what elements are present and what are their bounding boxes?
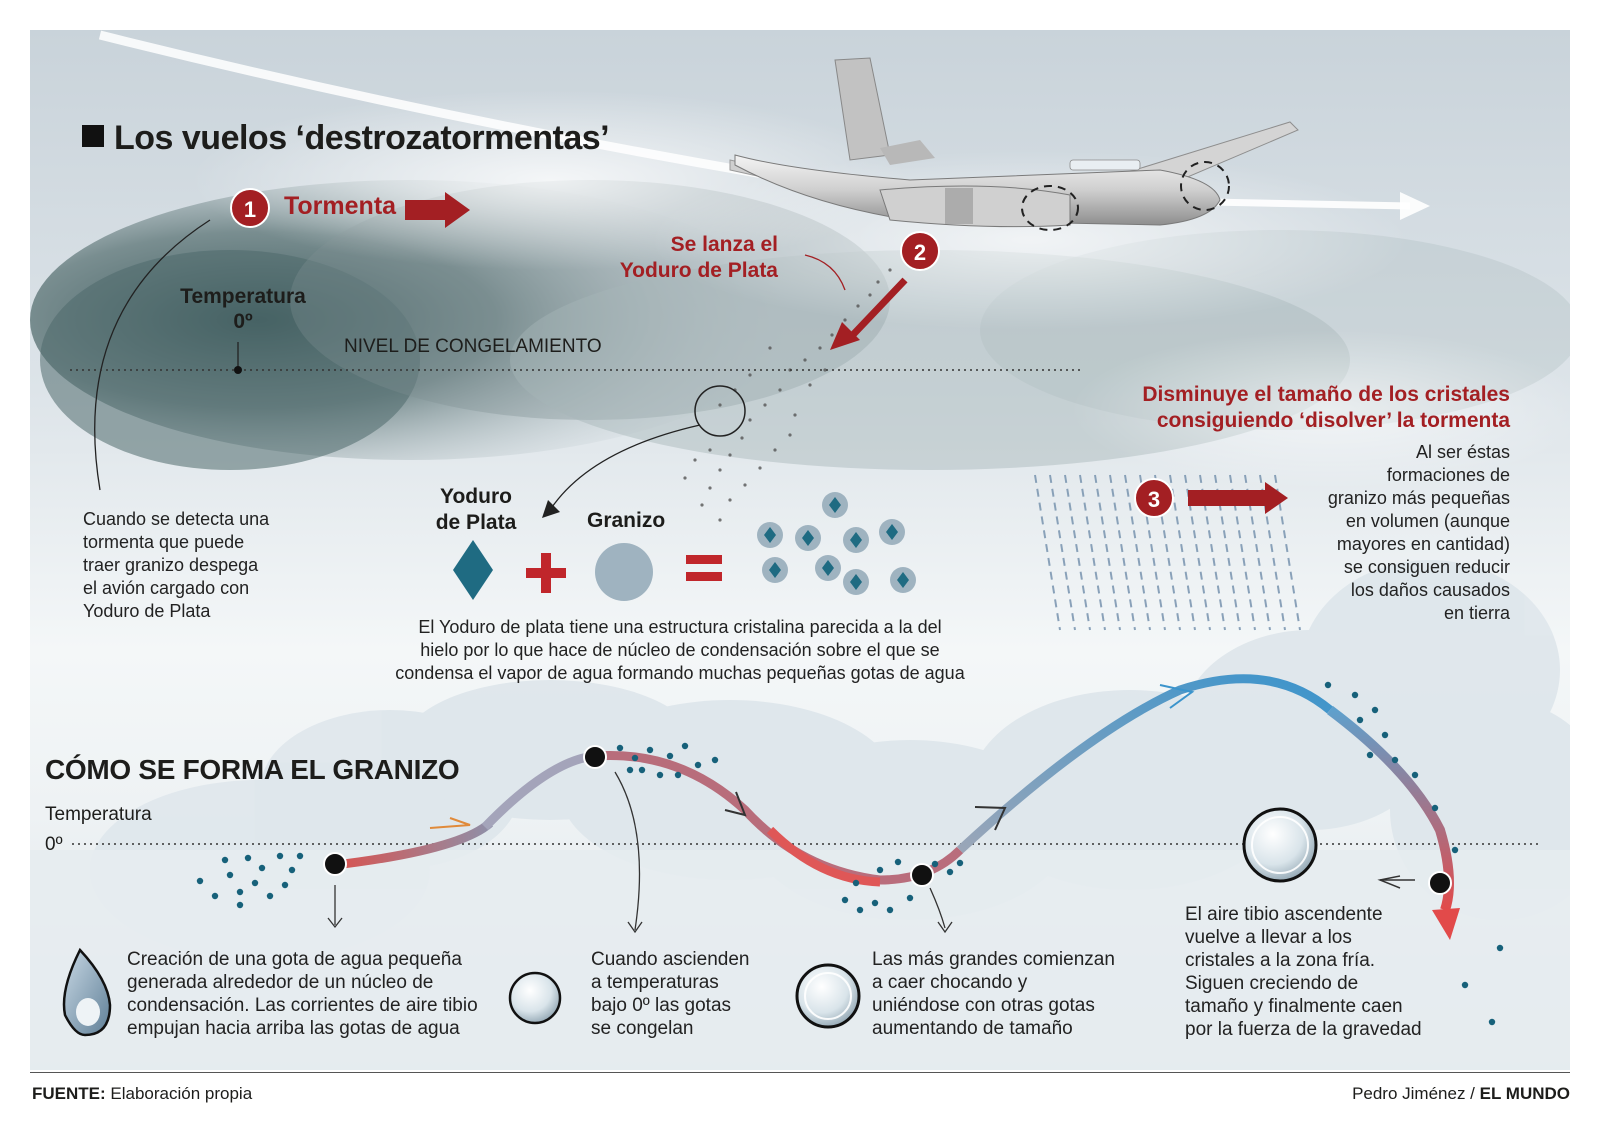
growing-hail-icon [795, 963, 861, 1029]
water-droplets [196, 681, 1504, 1026]
magnifier-circle [694, 385, 746, 437]
step-2-label: Se lanza el Yoduro de Plata [619, 233, 778, 282]
footer-publication: EL MUNDO [1479, 1084, 1570, 1103]
background-illustration [30, 30, 1570, 1070]
title-square-icon [82, 125, 104, 147]
step-3-heading: Disminuye el tamaño de los cristales con… [1142, 383, 1510, 432]
step-3-text: Al ser éstas formaciones de granizo más … [1327, 442, 1510, 623]
silver-iodide-label: Yoduro de Plata [435, 485, 517, 534]
footer-source: FUENTE: Elaboración propia [32, 1084, 252, 1104]
hail-temperature-label: Temperatura [45, 804, 152, 825]
frozen-drop-icon [508, 971, 562, 1025]
main-title: Los vuelos ‘destrozatormentas’ [82, 80, 610, 158]
footer-author: Pedro Jiménez / [1352, 1084, 1475, 1103]
hail-caption-3: Las más grandes comienzan a caer chocand… [872, 949, 1115, 1039]
airplane [729, 57, 1299, 231]
step-2-badge: 2 [900, 231, 940, 271]
step-3-badge: 3 [1134, 478, 1174, 518]
large-hailstone [1242, 807, 1318, 883]
freezing-level-label: NIVEL DE CONGELAMIENTO [344, 336, 602, 357]
small-hail-rain [1034, 474, 1301, 631]
step-1-label: Tormenta [284, 192, 397, 220]
footer-credit: Pedro Jiménez / EL MUNDO [1352, 1084, 1570, 1104]
footer-divider [30, 1072, 1570, 1073]
temperature-zero-label: Temperatura 0º [180, 285, 306, 333]
infographic-panel: Los vuelos ‘destrozatormentas’ 1 Torment… [30, 30, 1570, 1070]
hail-circle [595, 543, 653, 601]
silver-iodide-diamond [453, 540, 493, 600]
step-1-badge: 1 [230, 188, 270, 228]
footer-source-text: Elaboración propia [110, 1084, 253, 1103]
silver-iodide-explanation: El Yoduro de plata tiene una estructura … [395, 617, 965, 683]
storm-detect-text: Cuando se detecta una tormenta que puede… [83, 509, 270, 621]
hail-caption-4: El aire tibio ascendente vuelve a llevar… [1185, 904, 1422, 1040]
hail-zero-degree-label: 0º [45, 834, 63, 855]
footer-source-label: FUENTE: [32, 1084, 106, 1103]
hail-label: Granizo [587, 509, 666, 532]
hail-formation-heading: CÓMO SE FORMA EL GRANIZO [45, 754, 460, 785]
hail-caption-1: Creación de una gota de agua pequeña gen… [127, 949, 478, 1039]
main-title-text: Los vuelos ‘destrozatormentas’ [114, 119, 610, 157]
hail-caption-2: Cuando ascienden a temperaturas bajo 0º … [591, 949, 750, 1039]
result-crystals [757, 492, 916, 595]
silver-iodide-particles [683, 268, 892, 522]
